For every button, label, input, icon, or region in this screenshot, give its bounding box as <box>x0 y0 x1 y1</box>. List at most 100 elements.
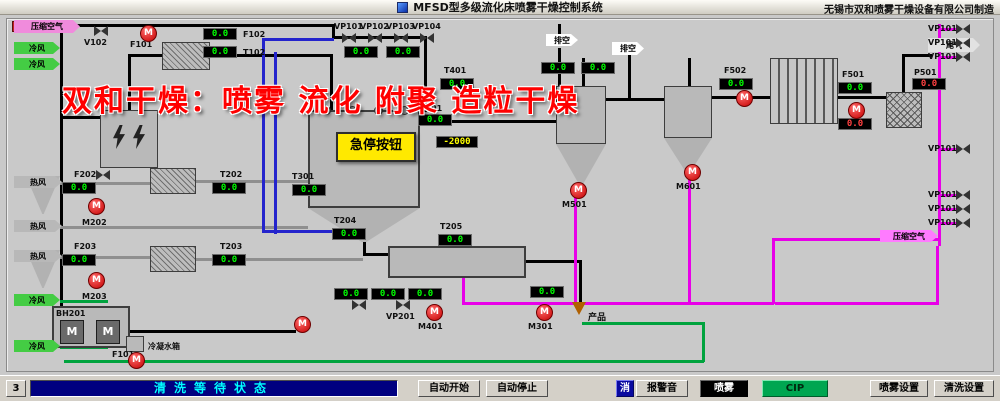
pipe <box>582 322 702 325</box>
pump-icon[interactable]: M <box>570 182 587 199</box>
pipe <box>332 24 335 38</box>
valve-icon[interactable] <box>342 33 356 43</box>
stream-flag-label: 压缩空气 <box>893 231 925 241</box>
pump-icon[interactable]: M <box>128 352 145 369</box>
value-display-text: 0.0 <box>70 255 88 265</box>
instrument-tag-text: F202 <box>74 170 97 179</box>
stream-flag-label: 尾气 <box>946 40 962 50</box>
stream-flag-label: 排空 <box>554 35 570 45</box>
pump-icon[interactable]: M <box>88 198 105 215</box>
title-bar: MFSD型多级流化床喷雾干燥控制系统 无锡市双和喷雾干燥设备有限公司制造 <box>0 0 1000 16</box>
nozzle-knob <box>322 106 331 115</box>
instrument-tag: T401 <box>444 66 466 75</box>
stream-flag-label: 压缩空气 <box>31 22 63 31</box>
instrument-tag-text: F502 <box>724 66 747 75</box>
pipe <box>130 330 296 333</box>
valve-icon[interactable] <box>956 38 970 48</box>
valve-icon[interactable] <box>396 300 410 310</box>
stream-flag-label: 排空 <box>620 44 636 53</box>
pump-icon[interactable]: M <box>294 316 311 333</box>
mute-indicator[interactable]: 消 <box>616 380 634 397</box>
value-display-text: 0.0 <box>446 235 464 245</box>
instrument-tag: VP101 <box>928 144 957 153</box>
pump-icon[interactable]: M <box>536 304 553 321</box>
lightning-icon <box>113 125 125 149</box>
alarm-mute-button[interactable]: 报警音 <box>636 380 688 397</box>
flag-hot-air: 热风 <box>14 176 62 188</box>
valve-icon[interactable] <box>956 144 970 154</box>
pipe <box>579 260 582 304</box>
value-display: 0.0 <box>62 182 96 194</box>
value-display: 0.0 <box>203 28 237 40</box>
cyclone-2 <box>664 86 712 138</box>
cip-button[interactable]: CIP <box>762 380 828 397</box>
instrument-tag: VP101 <box>928 190 957 199</box>
diagram-frame <box>6 18 994 372</box>
valve-icon[interactable] <box>956 190 970 200</box>
valve-icon[interactable] <box>96 170 110 180</box>
instrument-tag-text: VP101 <box>928 144 957 153</box>
value-display-text: 0.0 <box>352 47 370 57</box>
pump-icon[interactable]: M <box>684 164 701 181</box>
pump-motor-letter: M <box>574 185 583 195</box>
instrument-tag: T205 <box>440 222 462 231</box>
clean-settings-button[interactable]: 清洗设置 <box>934 380 994 397</box>
instrument-tag-text: M301 <box>528 322 553 331</box>
value-display: 0.0 <box>408 288 442 300</box>
pipe <box>628 55 631 98</box>
pump-icon[interactable]: M <box>736 90 753 107</box>
value-display: 0.0 <box>203 46 237 58</box>
emergency-stop-button[interactable]: 急停按钮 <box>336 132 416 162</box>
instrument-tag-text: VP101 <box>928 190 957 199</box>
value-display-text: 0.0 <box>727 79 745 89</box>
motor-icon[interactable]: M <box>60 320 84 344</box>
value-display-text: 0.0 <box>211 29 229 39</box>
auto-start-button[interactable]: 自动开始 <box>418 380 480 397</box>
instrument-tag: VP104 <box>412 22 441 31</box>
stream-flag-label: 冷风 <box>29 295 45 305</box>
nozzle-knob <box>400 106 409 115</box>
instrument-tag-text: VP201 <box>386 312 415 321</box>
value-display: 0.0 <box>371 288 405 300</box>
nozzle-knob <box>374 106 383 115</box>
status-bar: 清洗等待状态 <box>30 380 398 397</box>
instrument-tag-text: VP101 <box>928 218 957 227</box>
value-display-text: 0.0 <box>846 119 864 129</box>
pipe <box>838 96 890 99</box>
value-display-text: 0.0 <box>416 289 434 299</box>
value-display-text: 0.0 <box>589 63 607 73</box>
electrostatic-filter <box>100 110 158 168</box>
valve-icon[interactable] <box>352 300 366 310</box>
valve-icon[interactable] <box>956 218 970 228</box>
valve-icon[interactable] <box>956 24 970 34</box>
valve-icon[interactable] <box>94 26 108 36</box>
value-display: 0.0 <box>418 114 452 126</box>
pipe <box>420 120 560 123</box>
valve-icon[interactable] <box>420 33 434 43</box>
valve-icon[interactable] <box>368 33 382 43</box>
pump-icon[interactable]: M <box>426 304 443 321</box>
valve-icon[interactable] <box>956 204 970 214</box>
mini-button[interactable]: 3 <box>6 380 26 397</box>
instrument-tag: F202 <box>74 170 96 179</box>
valve-icon[interactable] <box>956 52 970 62</box>
pipe <box>462 302 774 305</box>
instrument-tag-text: VP101 <box>928 52 957 61</box>
spray-settings-button[interactable]: 喷雾设置 <box>870 380 928 397</box>
pump-icon[interactable]: M <box>88 272 105 289</box>
bottom-toolbar: 3 清洗等待状态 自动开始 自动停止 消 报警音 喷雾 CIP 喷雾设置 清洗设… <box>0 375 1000 401</box>
pipe <box>941 222 958 225</box>
instrument-tag: VP101 <box>928 38 957 47</box>
auto-stop-button[interactable]: 自动停止 <box>486 380 548 397</box>
instrument-tag: F501 <box>842 70 864 79</box>
value-display: 0.0 <box>292 184 326 196</box>
pump-icon[interactable]: M <box>140 25 157 42</box>
pump-icon[interactable]: M <box>848 102 865 119</box>
pipe <box>60 24 332 27</box>
valve-icon[interactable] <box>394 33 408 43</box>
instrument-tag: V102 <box>84 38 107 47</box>
flag-vent: 排空 <box>546 34 578 46</box>
spray-button[interactable]: 喷雾 <box>700 380 748 397</box>
value-display: 0.0 <box>438 234 472 246</box>
motor-icon[interactable]: M <box>96 320 120 344</box>
